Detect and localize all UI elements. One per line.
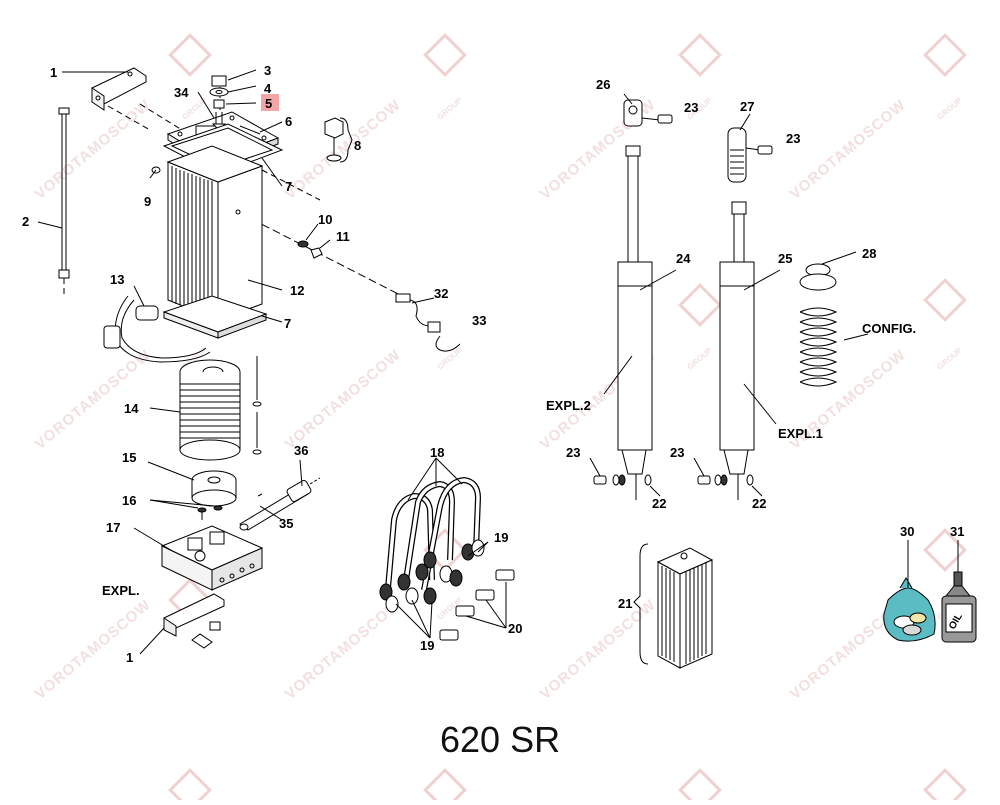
part-number-25: 25: [778, 251, 792, 266]
svg-text:GROUP: GROUP: [936, 95, 965, 121]
part-number-11: 11: [336, 229, 350, 244]
svg-text:VOROTAMOSCOW: VOROTAMOSCOW: [282, 596, 405, 703]
motor-part: [103, 295, 262, 461]
part-number-35: 35: [279, 516, 293, 531]
tie-rod-part: [37, 107, 70, 298]
part-number-18: 18: [430, 445, 444, 460]
pump-part: [191, 470, 237, 507]
part-number-6: 6: [285, 114, 292, 129]
part-number-21: 21: [618, 596, 632, 611]
part-number-22-b: 22: [752, 496, 766, 511]
part-labels: 1 2 3 4 5 34 6 8 7 9 10 11 12 13 7 32 33…: [22, 63, 965, 760]
svg-text:GROUP: GROUP: [686, 345, 715, 371]
part-number-7-top: 7: [285, 179, 292, 194]
part-number-12: 12: [290, 283, 304, 298]
part-5-highlight: [261, 94, 279, 111]
part-number-9: 9: [144, 194, 151, 209]
part-number-1-bottom: 1: [126, 650, 133, 665]
label-expl: EXPL.: [102, 583, 140, 598]
part-number-23-d: 23: [670, 445, 684, 460]
svg-text:VOROTAMOSCOW: VOROTAMOSCOW: [32, 596, 155, 703]
bracket-bottom-part: [139, 593, 225, 655]
jack-cylinder-right-part: [697, 127, 773, 500]
part-number-17: 17: [106, 520, 120, 535]
part-number-34: 34: [174, 85, 189, 100]
part-number-15: 15: [122, 450, 136, 465]
svg-text:GROUP: GROUP: [436, 95, 465, 121]
part-number-24: 24: [676, 251, 691, 266]
base-block-part: [160, 525, 264, 591]
bracket-top-part: [70, 67, 147, 111]
part-number-30: 30: [900, 524, 914, 539]
part-number-26: 26: [596, 77, 610, 92]
svg-text:GROUP: GROUP: [436, 345, 465, 371]
part-number-23-b: 23: [786, 131, 800, 146]
part-number-10: 10: [318, 212, 332, 227]
diagram-title: 620 SR: [440, 719, 560, 760]
part-number-7-bottom: 7: [284, 316, 291, 331]
part-number-23-c: 23: [566, 445, 580, 460]
svg-text:VOROTAMOSCOW: VOROTAMOSCOW: [537, 596, 660, 703]
part-number-22-a: 22: [652, 496, 666, 511]
part-number-5: 5: [265, 96, 272, 111]
jack-cylinder-left-part: [593, 99, 673, 500]
part-number-31: 31: [950, 524, 964, 539]
cable-connector-part: [395, 293, 461, 352]
hose-kit-part: [379, 457, 515, 641]
svg-text:VOROTAMOSCOW: VOROTAMOSCOW: [282, 96, 405, 203]
part-number-2: 2: [22, 214, 29, 229]
part-number-23-a: 23: [684, 100, 698, 115]
svg-text:VOROTAMOSCOW: VOROTAMOSCOW: [32, 96, 155, 203]
gasket-kit-bag-part: [883, 577, 936, 642]
part-number-19-right: 19: [494, 530, 508, 545]
part-number-27: 27: [740, 99, 754, 114]
part-number-3: 3: [264, 63, 271, 78]
bleed-screw-part: [149, 166, 323, 259]
svg-text:VOROTAMOSCOW: VOROTAMOSCOW: [787, 96, 910, 203]
relief-valve-part: [239, 477, 321, 531]
part-number-19-bottom: 19: [420, 638, 434, 653]
label-expl-1: EXPL.1: [778, 426, 823, 441]
part-number-1-top: 1: [50, 65, 57, 80]
part-number-20: 20: [508, 621, 522, 636]
part-number-13: 13: [110, 272, 124, 287]
label-expl-2: EXPL.2: [546, 398, 591, 413]
svg-text:VOROTAMOSCOW: VOROTAMOSCOW: [282, 346, 405, 453]
spare-tank-part: [633, 543, 714, 669]
part-number-14: 14: [124, 401, 139, 416]
nut-part: [324, 117, 353, 163]
part-number-28: 28: [862, 246, 876, 261]
part-number-32: 32: [434, 286, 448, 301]
svg-text:GROUP: GROUP: [936, 345, 965, 371]
part-number-8: 8: [354, 138, 361, 153]
part-number-33: 33: [472, 313, 486, 328]
part-number-16: 16: [122, 493, 136, 508]
label-config: CONFIG.: [862, 321, 916, 336]
part-number-36: 36: [294, 443, 308, 458]
part-number-4: 4: [264, 81, 272, 96]
spring-part: [799, 251, 869, 387]
svg-text:VOROTAMOSCOW: VOROTAMOSCOW: [32, 346, 155, 453]
oil-bottle-part: [941, 571, 977, 643]
oil-tank-part: [166, 145, 264, 321]
